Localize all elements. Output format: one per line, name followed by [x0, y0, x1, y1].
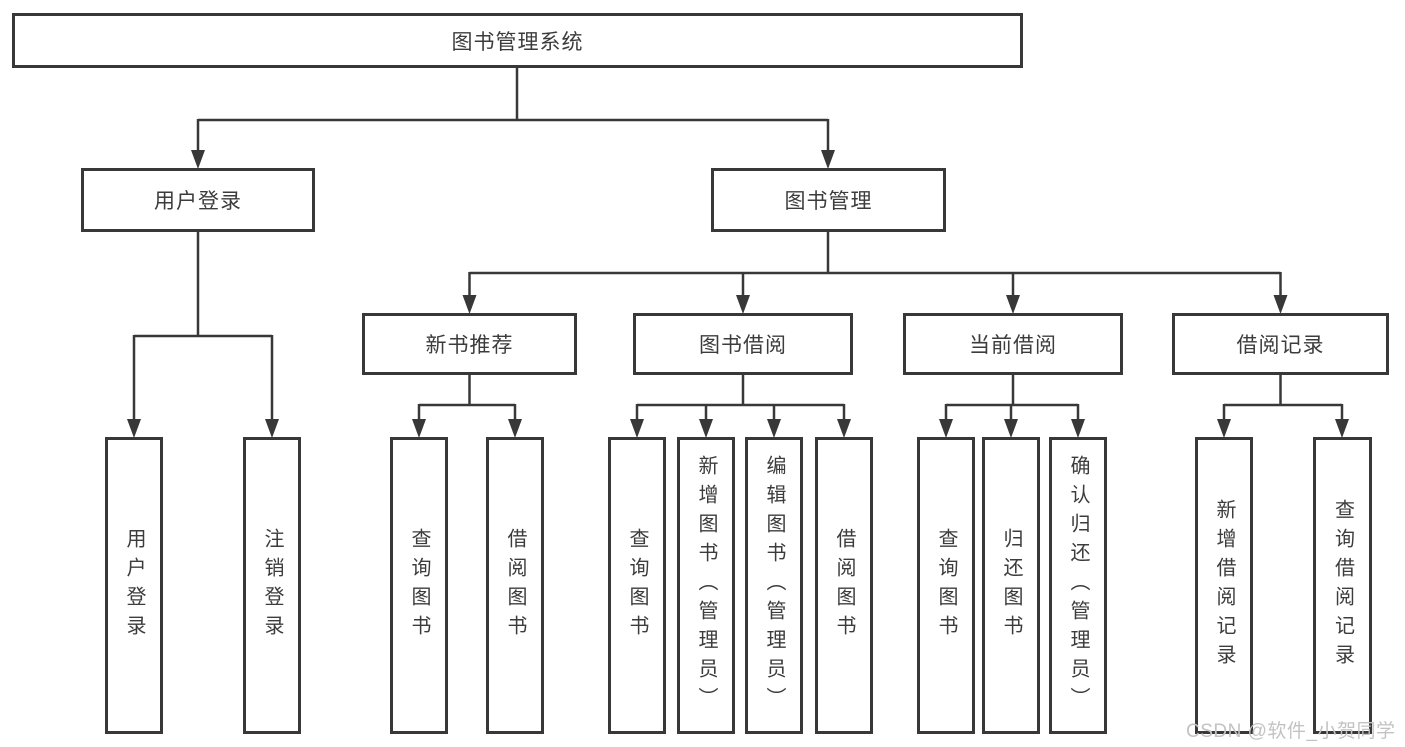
- leaf-current-return-book: 归还图书: [982, 437, 1040, 734]
- arrow-down-icon: [1006, 295, 1020, 314]
- arrow-down-icon: [939, 419, 953, 438]
- arrow-down-icon: [630, 419, 644, 438]
- arrow-down-icon: [191, 150, 205, 169]
- watermark: CSDN @软件_小贺同学: [1186, 721, 1396, 742]
- arrow-down-icon: [1335, 419, 1349, 438]
- arrow-down-icon: [1273, 295, 1288, 314]
- leaf-newrec-borrow-book: 借阅图书: [486, 437, 544, 734]
- node-book-borrow: 图书借阅: [633, 313, 853, 375]
- connector-paths: [132, 68, 1344, 422]
- arrow-down-icon: [265, 419, 279, 438]
- node-user-login: 用户登录: [81, 168, 315, 232]
- arrow-down-icon: [736, 295, 750, 314]
- node-borrow-record: 借阅记录: [1172, 313, 1389, 375]
- leaf-borrow-query-book: 查询图书: [608, 437, 666, 734]
- leaf-record-query-record: 查询借阅记录: [1313, 437, 1372, 734]
- node-book-management: 图书管理: [711, 168, 946, 232]
- arrow-down-icon: [1217, 419, 1231, 438]
- leaf-user-login: 用户登录: [105, 437, 163, 734]
- leaf-newrec-query-book: 查询图书: [390, 437, 448, 734]
- leaf-borrow-add-book-admin: 新增图书（管理员）: [677, 437, 735, 734]
- leaf-current-query-book: 查询图书: [917, 437, 975, 734]
- node-new-book-recommend: 新书推荐: [362, 313, 577, 375]
- node-root-library-system: 图书管理系统: [12, 13, 1023, 68]
- node-current-borrow: 当前借阅: [903, 313, 1123, 375]
- leaf-current-confirm-return-admin: 确认归还（管理员）: [1049, 437, 1107, 734]
- arrow-down-icon: [127, 419, 141, 438]
- leaf-borrow-edit-book-admin: 编辑图书（管理员）: [745, 437, 803, 734]
- arrow-down-icon: [508, 419, 522, 438]
- arrow-down-icon: [699, 419, 713, 438]
- leaf-logout: 注销登录: [243, 437, 301, 734]
- leaf-record-add-record: 新增借阅记录: [1195, 437, 1253, 734]
- arrow-down-icon: [1071, 419, 1085, 438]
- arrow-down-icon: [1004, 419, 1018, 438]
- arrow-down-icon: [837, 419, 851, 438]
- arrow-down-icon: [462, 295, 477, 314]
- arrow-down-icons: [127, 150, 1349, 438]
- arrow-down-icon: [412, 419, 426, 438]
- leaf-borrow-borrow-book: 借阅图书: [815, 437, 873, 734]
- arrow-down-icon: [821, 150, 835, 169]
- arrow-down-icon: [767, 419, 781, 438]
